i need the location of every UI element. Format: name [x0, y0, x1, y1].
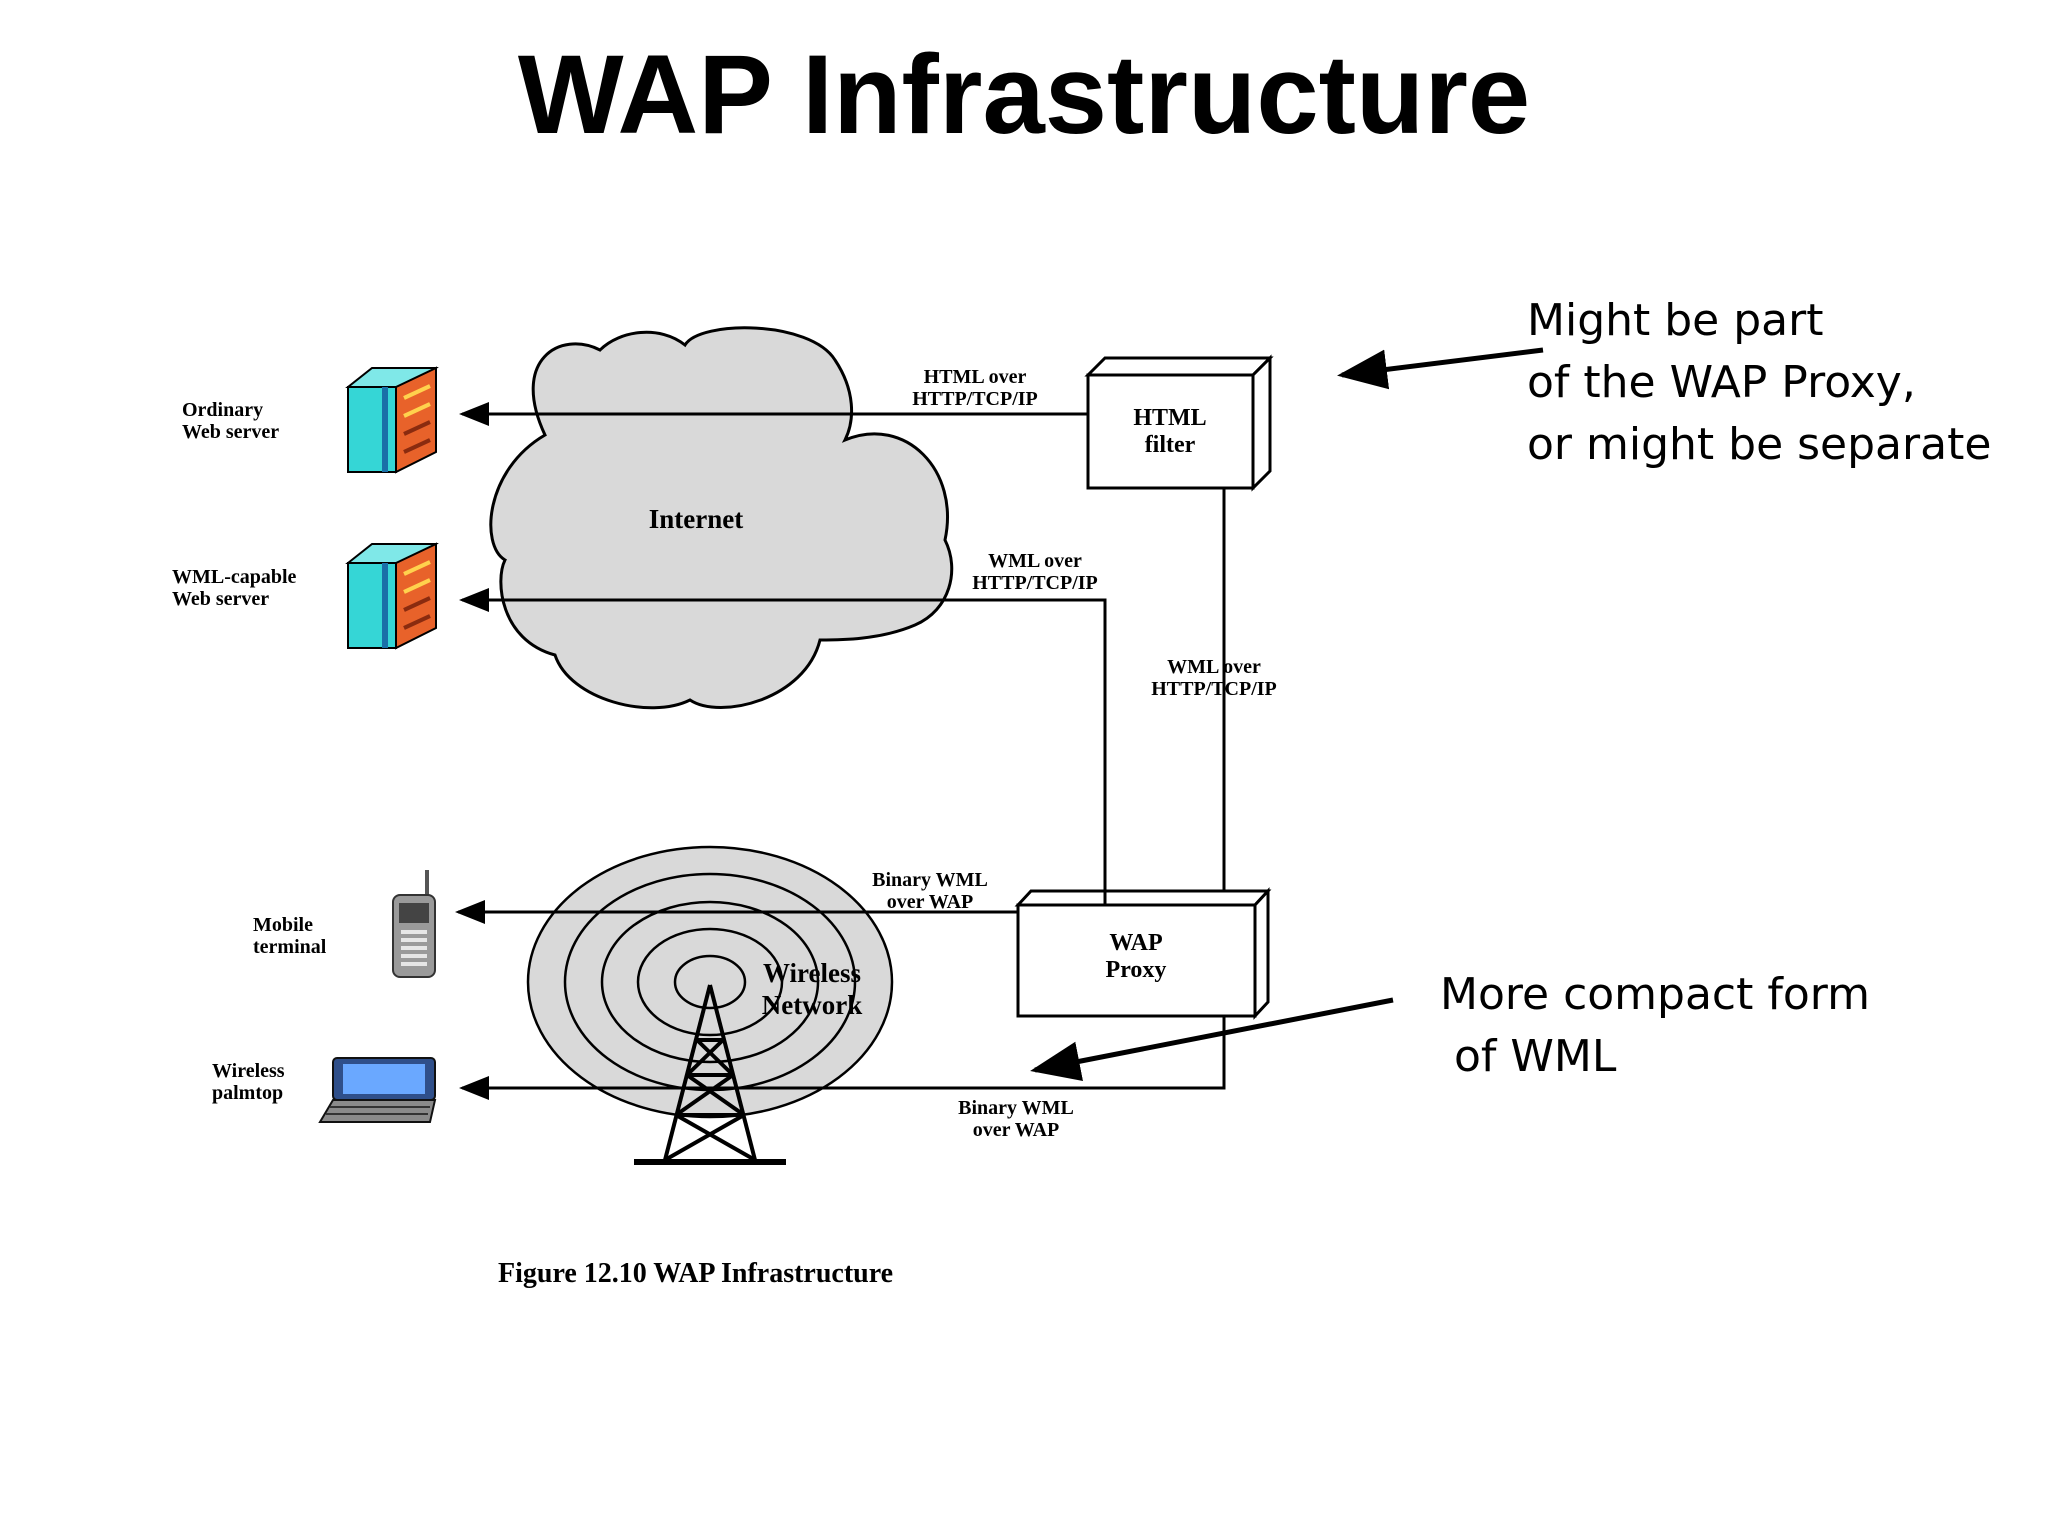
compact-note: More compact form of WML [1440, 964, 1870, 1088]
html-filter-label-line2: filter [1145, 432, 1196, 458]
mobile-terminal-label-2: terminal [253, 936, 327, 958]
wml-link-arrow [459, 588, 1107, 905]
wap-proxy-label-line2: Proxy [1106, 957, 1167, 983]
html-over-label-1: HTML over [924, 366, 1027, 388]
palmtop-link-arrow [459, 1016, 1226, 1100]
wireless-label-line2: Network [762, 990, 862, 1020]
palmtop-label-2: palmtop [212, 1082, 283, 1104]
filter-note-line3: or might be separate [1527, 419, 1992, 470]
wml-over-right-label-2: HTTP/TCP/IP [1151, 678, 1277, 700]
wap-proxy-label-line1: WAP [1109, 930, 1162, 956]
palmtop-label-1: Wireless [212, 1060, 285, 1082]
wml-over-top-label-2: HTTP/TCP/IP [972, 572, 1098, 594]
wap-proxy-box: WAP Proxy [1014, 887, 1272, 1020]
figure-caption: Figure 12.10 WAP Infrastructure [498, 1258, 893, 1289]
wireless-label-line1: Wireless [763, 958, 861, 988]
internet-cloud: Internet [489, 326, 954, 710]
filter-note-arrow [1337, 347, 1544, 390]
filter-note-line1: Might be part [1527, 295, 1824, 346]
mobile-terminal-label-1: Mobile [253, 914, 313, 936]
binary-wml-top-label-1: Binary WML [872, 869, 988, 891]
ordinary-server-label-1: Ordinary [182, 399, 263, 421]
ordinary-server-label-2: Web server [182, 421, 279, 443]
html-over-label-2: HTTP/TCP/IP [912, 388, 1038, 410]
internet-label: Internet [649, 504, 743, 534]
html-filter-label-line1: HTML [1133, 405, 1206, 431]
web-server-icon [345, 366, 439, 474]
binary-wml-top-label-2: over WAP [887, 891, 973, 913]
filter-note-line2: of the WAP Proxy, [1527, 357, 1916, 408]
wml-server-icon [345, 542, 439, 650]
wml-server-label-2: Web server [172, 588, 269, 610]
wml-over-right-label-1: WML over [1167, 656, 1261, 678]
filter-note: Might be part of the WAP Proxy, or might… [1527, 290, 1991, 476]
binary-wml-bottom-label-2: over WAP [973, 1119, 1059, 1141]
html-filter-box: HTML filter [1084, 354, 1274, 492]
compact-note-arrow [1030, 997, 1394, 1081]
palmtop-icon [318, 1057, 437, 1123]
compact-note-line1: More compact form [1440, 969, 1870, 1020]
mobile-phone-icon [392, 870, 436, 978]
slide-title: WAP Infrastructure [517, 32, 1531, 157]
compact-note-line2: of WML [1440, 1031, 1617, 1082]
wml-server-label-1: WML-capable [172, 566, 297, 588]
radio-tower-icon [634, 984, 786, 1165]
binary-wml-bottom-label-1: Binary WML [958, 1097, 1074, 1119]
wireless-network: Wireless Network [526, 845, 894, 1165]
wml-over-top-label-1: WML over [988, 550, 1082, 572]
